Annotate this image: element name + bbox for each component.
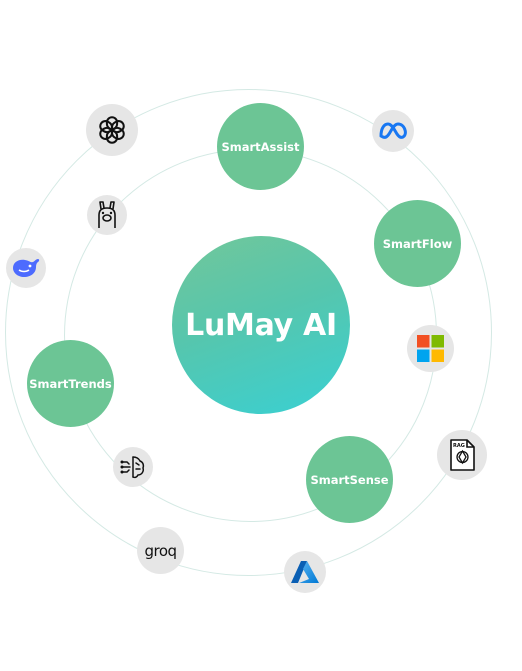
azure-icon (291, 561, 319, 583)
node-smarttrends[interactable]: SmartTrends (27, 340, 114, 427)
badge-ollama[interactable] (87, 195, 127, 235)
rag-label: RAG (453, 443, 465, 449)
node-label: SmartTrends (29, 376, 112, 391)
badge-openai[interactable] (86, 104, 138, 156)
brain-circuit-icon (120, 456, 145, 479)
badge-brain-circuit[interactable] (113, 447, 153, 487)
badge-microsoft[interactable] (407, 325, 454, 372)
openai-icon (99, 116, 125, 144)
badge-rag-document[interactable]: RAG (437, 430, 487, 480)
meta-icon (379, 122, 407, 139)
microsoft-icon (417, 335, 444, 362)
deepseek-icon (13, 259, 40, 277)
outer-orbit-ring (5, 89, 492, 576)
badge-deepseek[interactable] (6, 248, 46, 288)
node-label: SmartSense (310, 472, 389, 487)
node-label: SmartFlow (382, 236, 453, 251)
node-smartflow[interactable]: SmartFlow (374, 200, 461, 287)
badge-azure[interactable] (284, 551, 326, 593)
node-label: SmartAssist (221, 139, 300, 154)
groq-icon: groq (144, 541, 177, 560)
node-smartsense[interactable]: SmartSense (306, 436, 393, 523)
core-label: LuMay AI (185, 307, 337, 343)
rag-document-icon: RAG (450, 439, 475, 471)
lumay-ai-core: LuMay AI (172, 236, 350, 414)
ollama-icon (98, 201, 116, 228)
badge-meta[interactable] (372, 110, 414, 152)
node-smartassist[interactable]: SmartAssist (217, 103, 304, 190)
badge-groq[interactable]: groq (137, 527, 184, 574)
